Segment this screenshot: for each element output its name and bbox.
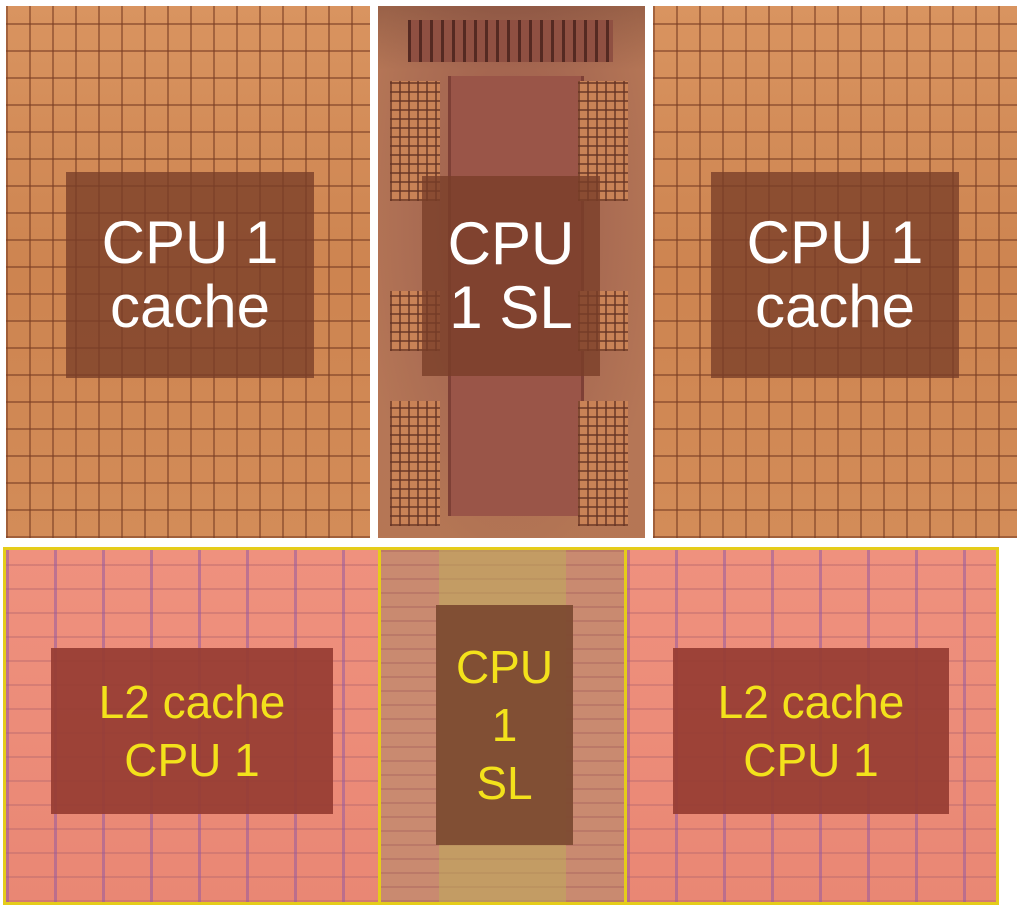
die-block-stack: [390, 401, 440, 526]
label-line: 1: [491, 699, 518, 751]
label-l2-cache-right: L2 cache CPU 1: [673, 648, 949, 814]
label-line: 1 SL: [449, 274, 573, 341]
die-photo-center-sl: CPU 1 SL: [378, 6, 645, 538]
label-l2-cache-left: L2 cache CPU 1: [51, 648, 333, 814]
label-cache-top-right: CPU 1 cache: [711, 172, 959, 378]
label-sl-top: CPU 1 SL: [422, 176, 600, 376]
layout-plot-row: L2 cache CPU 1 CPU 1 SL L2 cache CPU 1: [3, 547, 999, 905]
label-line: L2 cache: [98, 676, 286, 728]
panel-divider: [624, 550, 627, 902]
label-line: SL: [476, 757, 533, 809]
label-line: CPU: [455, 641, 554, 693]
label-line: CPU: [447, 210, 575, 277]
layout-center-sl: CPU 1 SL: [381, 550, 624, 902]
label-sl-bottom: CPU 1 SL: [436, 605, 573, 845]
label-line: CPU 1: [101, 209, 279, 276]
die-top-strip: [408, 20, 613, 62]
label-line: L2 cache: [717, 676, 905, 728]
label-cache-top-left: CPU 1 cache: [66, 172, 314, 378]
layout-left-l2-cache: L2 cache CPU 1: [6, 550, 378, 902]
label-line: cache: [754, 273, 916, 340]
panel-divider: [378, 550, 381, 902]
label-line: CPU 1: [124, 734, 260, 786]
die-block-stack: [578, 401, 628, 526]
label-line: CPU 1: [743, 734, 879, 786]
die-photo-right-cache: CPU 1 cache: [653, 6, 1017, 538]
label-line: CPU 1: [746, 209, 924, 276]
label-line: cache: [109, 273, 271, 340]
die-photo-left-cache: CPU 1 cache: [6, 6, 370, 538]
layout-right-l2-cache: L2 cache CPU 1: [627, 550, 996, 902]
